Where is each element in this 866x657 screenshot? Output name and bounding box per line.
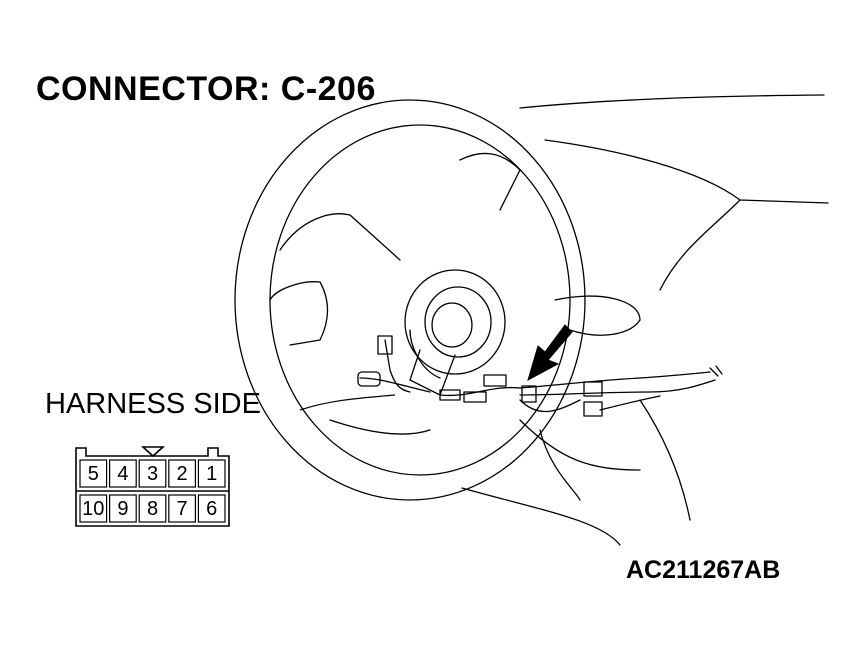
- pin-cell: [197, 459, 226, 488]
- pin-number: 10: [82, 498, 104, 520]
- pin-number: 4: [117, 463, 128, 485]
- pin-cell: [79, 494, 108, 523]
- pin-number: 7: [177, 498, 188, 520]
- steering-wheel-rim: [234, 99, 586, 501]
- pin-number: 3: [147, 463, 158, 485]
- dashboard-outline: [519, 94, 825, 109]
- pin-cell: [197, 494, 226, 523]
- figure-code: AC211267AB: [626, 556, 781, 584]
- pin-number: 5: [88, 463, 99, 485]
- connector-small-1: [377, 335, 393, 355]
- harness-side-label: HARNESS SIDE: [45, 388, 261, 420]
- connector-title: CONNECTOR: C-206: [36, 70, 376, 108]
- pin-cell: [79, 459, 108, 488]
- pin-cell: [168, 494, 197, 523]
- pin-number: 2: [177, 463, 188, 485]
- pin-cell: [138, 459, 167, 488]
- connector-c-206: [521, 385, 537, 403]
- pin-number: 1: [206, 463, 217, 485]
- pin-number: 9: [117, 498, 128, 520]
- harness-leader-line: [299, 394, 396, 411]
- pin-number: 8: [147, 498, 158, 520]
- pin-cell: [168, 459, 197, 488]
- pointer-arrow: [527, 324, 573, 382]
- pin-cell: [108, 494, 137, 523]
- clock-spring: [404, 269, 506, 375]
- pin-cell: [138, 494, 167, 523]
- pin-cell: [108, 459, 137, 488]
- pin-number: 6: [206, 498, 217, 520]
- connector-face-diagram: [75, 446, 230, 527]
